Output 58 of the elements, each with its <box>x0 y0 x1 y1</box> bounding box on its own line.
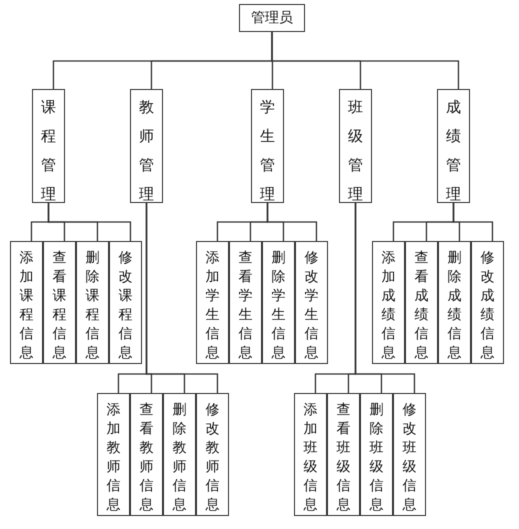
function-box <box>405 241 438 364</box>
node-label: 修改学生信息 <box>304 249 318 363</box>
node-label: 修改教师信息 <box>206 401 220 515</box>
connector-line <box>452 203 494 241</box>
node-label: 成绩管理 <box>446 97 461 202</box>
node-label: 删除教师信息 <box>172 401 186 515</box>
function-box <box>393 393 426 516</box>
module-box <box>437 89 470 203</box>
function-box <box>262 241 295 364</box>
connector-line <box>48 203 132 241</box>
function-box <box>294 393 327 516</box>
module-box <box>339 89 372 203</box>
node-label: 修改成绩信息 <box>480 249 494 363</box>
function-box <box>163 393 196 516</box>
connector-line <box>271 32 460 89</box>
node-label: 学生管理 <box>260 97 275 202</box>
function-box <box>109 241 142 364</box>
node-label: 删除课程信息 <box>86 249 100 363</box>
function-box <box>196 241 229 364</box>
node-label: 删除班级信息 <box>370 401 384 515</box>
connector-line <box>354 203 416 393</box>
function-box <box>438 241 471 364</box>
node-label: 查看学生信息 <box>238 249 252 363</box>
function-box <box>295 241 328 364</box>
function-box <box>327 393 360 516</box>
node-label: 添加学生信息 <box>206 249 220 363</box>
function-box <box>229 241 262 364</box>
connector-line <box>266 203 318 241</box>
node-label: 教师管理 <box>139 97 154 202</box>
node-label: 课程管理 <box>41 97 56 202</box>
node-label: 添加成绩信息 <box>382 249 396 363</box>
node-label: 修改班级信息 <box>402 401 416 515</box>
function-box <box>372 241 405 364</box>
module-box <box>130 89 163 203</box>
function-box <box>196 393 229 516</box>
node-label: 查看成绩信息 <box>414 249 428 363</box>
function-box <box>43 241 76 364</box>
function-box <box>97 393 130 516</box>
node-label: 添加教师信息 <box>106 401 120 515</box>
function-box <box>10 241 43 364</box>
function-box <box>471 241 504 364</box>
node-label: 管理员 <box>251 9 293 27</box>
module-box <box>251 89 284 203</box>
node-label: 查看班级信息 <box>336 401 350 515</box>
node-label: 添加课程信息 <box>20 249 34 363</box>
node-label: 查看课程信息 <box>52 249 66 363</box>
node-label: 删除学生信息 <box>272 249 286 363</box>
node-label: 删除成绩信息 <box>448 249 462 363</box>
module-box <box>32 89 65 203</box>
connector-line <box>146 203 218 393</box>
root-box <box>239 4 305 32</box>
node-label: 修改课程信息 <box>118 249 132 363</box>
node-label: 添加班级信息 <box>304 401 318 515</box>
function-box <box>130 393 163 516</box>
function-box <box>360 393 393 516</box>
node-label: 查看教师信息 <box>140 401 154 515</box>
node-label: 班级管理 <box>348 97 363 202</box>
function-box <box>76 241 109 364</box>
